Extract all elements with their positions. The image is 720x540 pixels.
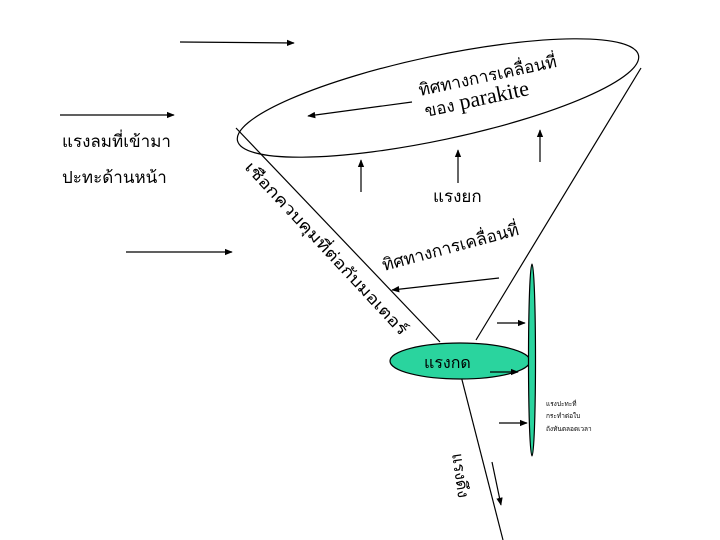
- direction-arrow-top: [307, 101, 413, 119]
- direction-mid-label: ทิศทางการเคลื่อนที่: [379, 217, 521, 276]
- side-force-label-line1: แรงปะทะที่: [546, 399, 577, 408]
- lift-label: แรงยก: [433, 187, 482, 207]
- pull-arrow: [491, 461, 503, 506]
- wind-label-line1: แรงลมที่เข้ามา: [62, 129, 171, 152]
- canopy-ellipse: [236, 38, 640, 158]
- control-rope-line: [459, 371, 504, 540]
- wind-arrow-top: [179, 39, 295, 47]
- blade-shape: [527, 263, 537, 457]
- pull-label: แรงดึง: [448, 452, 473, 499]
- direction-arrow-mid: [391, 277, 500, 293]
- wind-label-line2: ปะทะด้านหน้า: [62, 168, 167, 188]
- side-force-label-line3: ถังทันตลอดเวลา: [546, 425, 592, 433]
- rope-label: เชือกควบคุมที่ต่อกับมอเตอร์: [240, 156, 413, 340]
- press-label: แรงกด: [424, 353, 471, 372]
- funnel-left-line: [235, 127, 441, 343]
- funnel-right-line: [475, 67, 642, 341]
- side-force-label-line2: กระทำต่อใบ: [546, 412, 580, 420]
